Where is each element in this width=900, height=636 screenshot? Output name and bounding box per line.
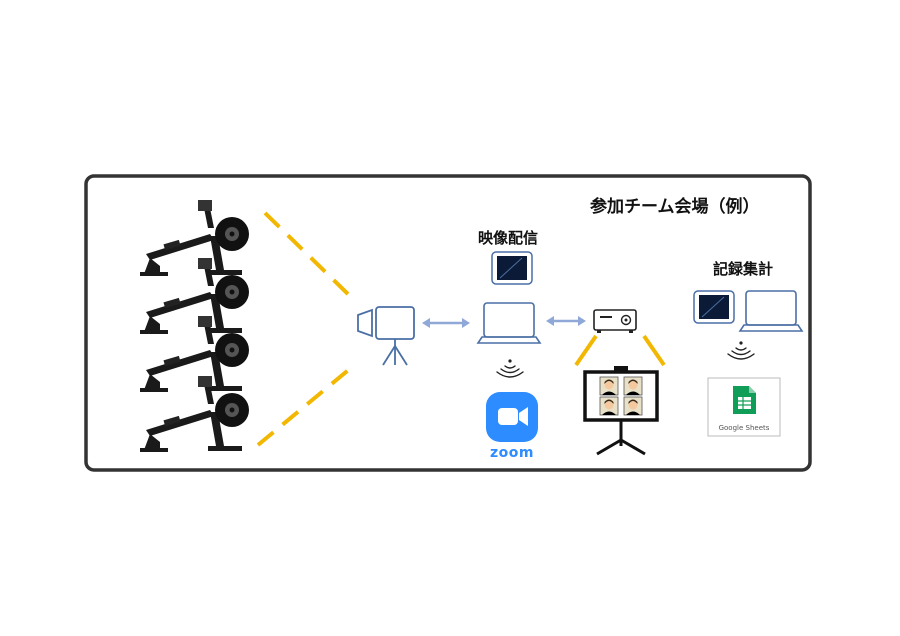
zoom-logo-icon: [486, 392, 538, 442]
projection-screen-icon: [583, 366, 659, 456]
projection-beams: [574, 334, 666, 367]
recording-label: 記録集計: [713, 260, 774, 278]
venue-title: 参加チーム会場（例）: [590, 197, 760, 217]
participant-face: [623, 376, 643, 396]
laptop-projector-connector: [546, 316, 586, 326]
tablet-icon: [491, 251, 533, 285]
google-sheets-wordmark: Google Sheets: [718, 424, 770, 432]
camera-sight-lines: [256, 211, 354, 447]
streaming-label: 映像配信: [478, 229, 539, 247]
camera-laptop-connector: [422, 318, 470, 328]
projector-icon: [593, 309, 637, 333]
participant-face: [599, 376, 619, 396]
google-sheets-logo-icon: [707, 377, 781, 437]
zoom-wordmark: zoom: [490, 445, 534, 461]
participant-face: [599, 396, 619, 416]
tablet-icon: [693, 290, 735, 324]
participant-face: [623, 396, 643, 416]
tripod-icon: [382, 339, 408, 366]
